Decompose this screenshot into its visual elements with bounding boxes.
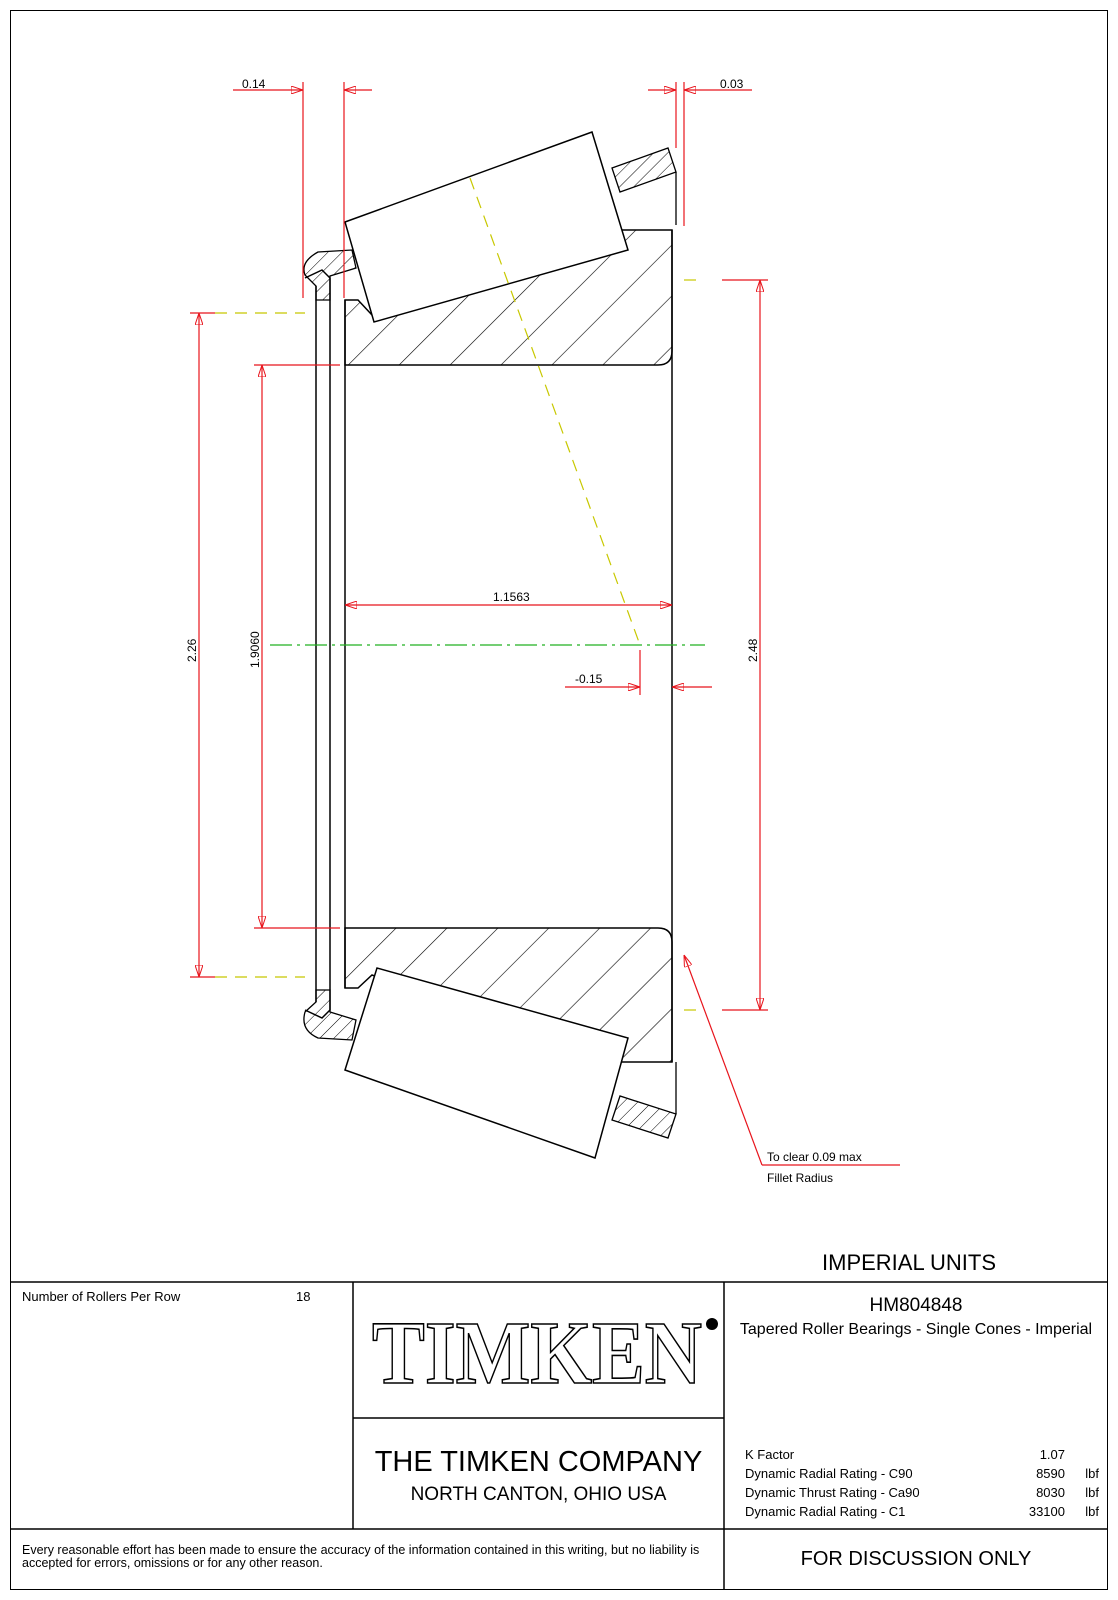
spec-row-radial-c90: Dynamic Radial Rating - C90 8590 lbf (745, 1466, 1105, 1485)
timken-logo: TIMKEN (371, 1303, 718, 1404)
company-location: NORTH CANTON, OHIO USA (410, 1484, 667, 1505)
dim-bore: 1.9060 (248, 631, 262, 668)
spec-label: Dynamic Radial Rating - C90 (745, 1466, 913, 1481)
dim-width: 1.1563 (493, 590, 530, 604)
units-label: IMPERIAL UNITS (822, 1250, 996, 1275)
drawing-sheet (10, 10, 1108, 1590)
part-description: Tapered Roller Bearings - Single Cones -… (739, 1321, 1093, 1338)
dim-left-offset: 0.14 (242, 77, 266, 91)
rollers-label: Number of Rollers Per Row (22, 1289, 181, 1304)
cage-lower (611, 1062, 677, 1139)
spec-unit: lbf (1085, 1504, 1099, 1519)
part-number: HM804848 (869, 1295, 963, 1316)
spec-value: 1.07 (1039, 1447, 1065, 1462)
disclaimer-text: Every reasonable effort has been made to… (22, 1543, 700, 1570)
dim-eff-center: -0.15 (575, 672, 603, 686)
fillet-note-line1: To clear 0.09 max (767, 1150, 862, 1164)
spec-value: 8030 (1036, 1485, 1065, 1500)
construction-lines (215, 177, 700, 1011)
spec-label: Dynamic Radial Rating - C1 (745, 1504, 906, 1519)
spec-unit: lbf (1085, 1466, 1099, 1481)
titleblock-grid (10, 1281, 1108, 1590)
spec-row-k-factor: K Factor 1.07 (745, 1447, 1105, 1466)
rib-cap-upper (303, 249, 357, 301)
spec-label: K Factor (745, 1447, 795, 1462)
rib-cap-lower (303, 989, 357, 1041)
cage-upper (611, 147, 677, 225)
company-name: THE TIMKEN COMPANY (374, 1446, 703, 1478)
dim-outer-dia: 2.26 (185, 638, 199, 662)
spec-unit: lbf (1085, 1485, 1099, 1500)
roller-upper (344, 131, 629, 323)
dim-right-offset: 0.03 (720, 77, 744, 91)
spec-value: 8590 (1036, 1466, 1065, 1481)
registered-mark-icon (706, 1318, 718, 1330)
spec-value: 33100 (1028, 1504, 1065, 1519)
svg-text:TIMKEN: TIMKEN (372, 1304, 702, 1403)
fillet-note-line2: Fillet Radius (767, 1171, 833, 1185)
spec-label: Dynamic Thrust Rating - Ca90 (745, 1485, 920, 1500)
spec-row-radial-c1: Dynamic Radial Rating - C1 33100 lbf (745, 1504, 1105, 1523)
roller-lower (344, 967, 629, 1159)
dim-cone-od: 2.48 (746, 638, 760, 662)
rollers-value: 18 (296, 1289, 311, 1304)
dimension-lines (190, 82, 900, 1166)
discussion-label: FOR DISCUSSION ONLY (800, 1548, 1032, 1570)
spec-row-thrust-ca90: Dynamic Thrust Rating - Ca90 8030 lbf (745, 1485, 1105, 1504)
